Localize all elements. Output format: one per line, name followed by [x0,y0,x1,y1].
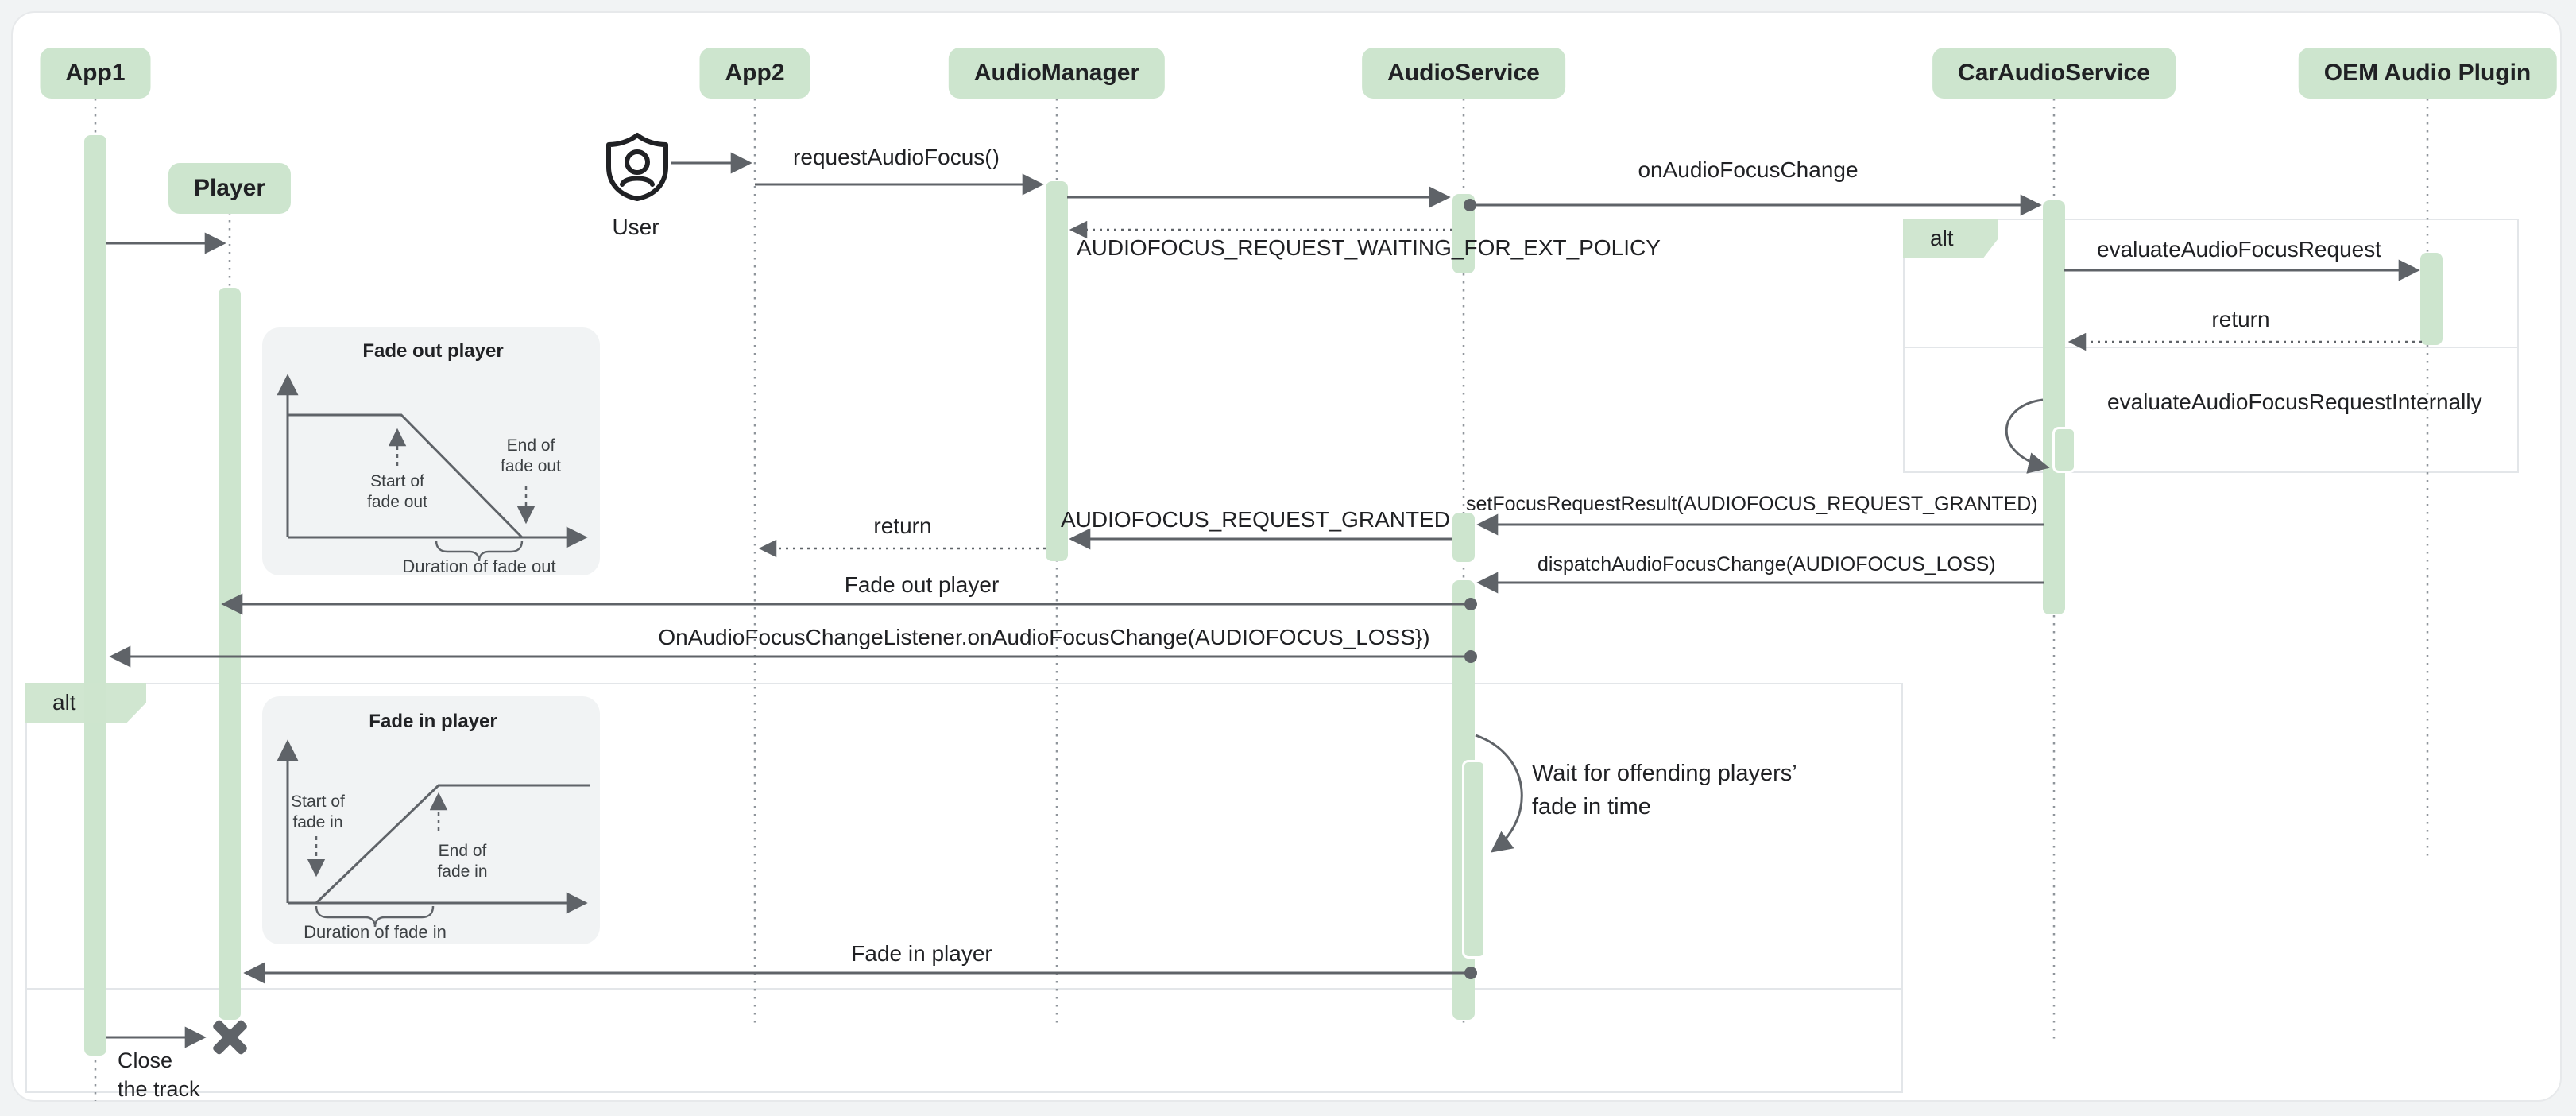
label-request-granted: AUDIOFOCUS_REQUEST_GRANTED [1060,507,1451,532]
label-wait-line1: Wait for offending players’ [1532,761,1797,786]
label-set-focus-result: setFocusRequestResult(AUDIOFOCUS_REQUEST… [1466,493,2038,515]
label-close-track: Close the track [118,1046,200,1103]
fade-in-inset-title: Fade in player [369,711,497,732]
participant-audioservice: AudioService [1362,48,1565,99]
fade-out-inset-title: Fade out player [362,340,504,362]
label-wait-for-fade: Wait for offending players’ fade in time [1532,757,1797,823]
alt-frame-policy-divider [1905,347,2517,348]
msg-origin-dot [1464,967,1477,979]
label-request-audio-focus: requestAudioFocus() [793,145,1000,169]
fade-out-end-l2: fade out [501,457,561,475]
msg-origin-dot [1464,598,1477,610]
fade-in-end-l1: End of [438,842,487,860]
fade-out-chart [277,374,588,562]
participant-app2: App2 [699,48,810,99]
fade-out-duration-label: Duration of fade out [402,556,556,576]
label-fade-out-player: Fade out player [844,572,1000,597]
participant-app1: App1 [40,48,151,99]
alt-label-fade: alt [25,683,146,723]
fade-in-start-label: Start of fade in [291,792,345,833]
fade-out-inset-panel [262,327,600,575]
activation-player [219,288,241,1020]
activation-app1 [84,135,106,1056]
fade-in-start-l1: Start of [291,792,345,811]
fade-in-duration-label: Duration of fade in [304,922,447,942]
participant-audiomanager: AudioManager [948,48,1166,99]
fade-out-start-l1: Start of [370,472,424,490]
shield-person-icon [606,133,668,201]
label-manager-return: return [873,513,932,538]
label-on-audio-focus-change: onAudioFocusChange [1638,157,1859,182]
label-listener-callback: OnAudioFocusChangeListener.onAudioFocusC… [658,625,1430,649]
participant-caraudioservice: CarAudioService [1932,48,2176,99]
fade-in-end-label: End of fade in [437,841,487,882]
label-wait-line2: fade in time [1532,794,1651,820]
destroy-x-icon [211,1018,249,1056]
activation-oem-plugin [2420,253,2443,345]
fade-out-start-label: Start of fade out [367,471,427,513]
activation-caraudioservice-internal [2052,427,2076,473]
fade-out-curve [288,413,524,539]
label-evaluate-request: evaluateAudioFocusRequest [2096,237,2382,262]
fade-out-end-l1: End of [506,436,555,455]
fade-out-start-l2: fade out [367,493,427,511]
msg-wait-selfcall [1475,734,1523,853]
participant-oem-plugin: OEM Audio Plugin [2298,48,2557,99]
fade-in-start-l2: fade in [292,813,343,831]
fade-out-duration-brace [435,540,524,562]
fade-in-curve [315,784,590,905]
activation-audioservice-wait [1462,760,1486,959]
label-close-line1: Close [118,1048,173,1072]
activation-audiomanager [1046,181,1068,561]
user-actor-label: User [612,215,659,239]
participant-player: Player [168,163,292,214]
fade-in-chart [277,739,590,928]
msg-origin-dot [1464,650,1477,663]
label-dispatch-change: dispatchAudioFocusChange(AUDIOFOCUS_LOSS… [1537,553,1996,575]
alt-frame-fade-divider [27,988,1901,990]
label-evaluate-internally: evaluateAudioFocusRequestInternally [2107,389,2482,414]
activation-caraudioservice [2043,200,2065,614]
label-fade-in-player: Fade in player [851,941,992,966]
alt-frame-policy [1903,219,2519,473]
fade-in-end-l2: fade in [437,862,488,881]
alt-frame-fade [25,683,1903,1093]
fade-in-duration-brace [315,905,435,928]
user-actor [602,130,672,203]
label-evaluate-return: return [2211,307,2270,331]
fade-out-end-label: End of fade out [501,436,561,477]
msg-evaluate-internally-selfcall [2005,398,2050,474]
label-close-line2: the track [118,1077,200,1101]
label-waiting-ext-policy: AUDIOFOCUS_REQUEST_WAITING_FOR_EXT_POLIC… [1077,235,1661,260]
msg-origin-dot [1464,199,1476,211]
activation-audioservice-2 [1452,513,1475,562]
alt-label-policy: alt [1903,219,1998,258]
